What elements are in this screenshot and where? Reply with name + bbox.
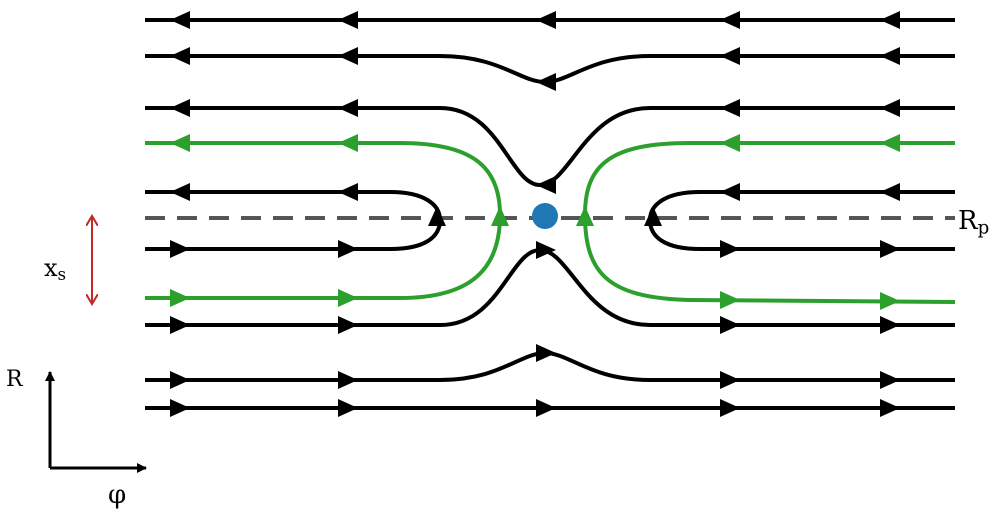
arrow-right	[170, 289, 190, 307]
planet-radius-label: Rp	[958, 206, 990, 239]
separatrix-width-label: xs	[44, 254, 67, 285]
horseshoe-right	[647, 190, 955, 251]
arrow-right	[720, 240, 740, 258]
arrow-left	[880, 99, 900, 117]
streamline-bottom-2	[145, 350, 955, 382]
arrow-left	[338, 47, 358, 65]
arrow-left	[880, 183, 900, 201]
arrow-up	[428, 206, 446, 226]
arrowheads-green	[170, 134, 900, 310]
arrow-right	[338, 316, 358, 334]
arrow-left	[880, 134, 900, 152]
arrow-left	[720, 47, 740, 65]
planet-icon	[532, 203, 558, 229]
arrow-right	[880, 399, 900, 417]
arrow-right	[536, 241, 556, 259]
arrow-right	[880, 240, 900, 258]
arrow-left	[536, 11, 556, 29]
arrow-right	[536, 399, 556, 417]
arrow-right	[338, 371, 358, 389]
arrow-right	[536, 344, 556, 362]
arrow-right	[170, 316, 190, 334]
arrow-left	[880, 47, 900, 65]
arrow-right	[338, 399, 358, 417]
streamline-bottom-3	[145, 247, 955, 327]
arrow-right	[720, 291, 740, 309]
arrow-right	[880, 292, 900, 310]
arrow-right	[338, 289, 358, 307]
arrow-left	[170, 183, 190, 201]
separatrix-right	[582, 141, 956, 304]
arrow-up	[644, 206, 662, 226]
arrow-left	[170, 11, 190, 29]
arrow-left	[720, 11, 740, 29]
arrow-right	[338, 240, 358, 258]
arrow-left	[880, 11, 900, 29]
arrow-right	[170, 399, 190, 417]
arrow-left	[720, 134, 740, 152]
arrow-up	[491, 206, 509, 226]
arrow-left	[170, 99, 190, 117]
separatrix-left	[145, 141, 503, 300]
arrow-left	[536, 176, 556, 194]
arrow-left	[338, 183, 358, 201]
arrow-right	[880, 371, 900, 389]
arrow-left	[170, 134, 190, 152]
arrow-left	[720, 99, 740, 117]
arrow-right	[170, 240, 190, 258]
arrow-left	[338, 134, 358, 152]
arrow-right	[720, 371, 740, 389]
arrow-right	[880, 316, 900, 334]
arrow-left	[536, 73, 556, 91]
arrowheads-right	[170, 206, 900, 417]
arrow-right	[720, 399, 740, 417]
arrow-up	[576, 206, 594, 226]
streamline-top-3	[145, 106, 955, 188]
arrow-left	[338, 99, 358, 117]
arrow-left	[170, 47, 190, 65]
azimuth-axis-label: φ	[108, 480, 127, 510]
radial-axis-label: R	[6, 367, 23, 392]
arrowheads-left	[170, 11, 900, 201]
arrow-left	[720, 183, 740, 201]
arrow-left	[338, 11, 358, 29]
arrow-right	[720, 316, 740, 334]
arrow-right	[170, 371, 190, 389]
